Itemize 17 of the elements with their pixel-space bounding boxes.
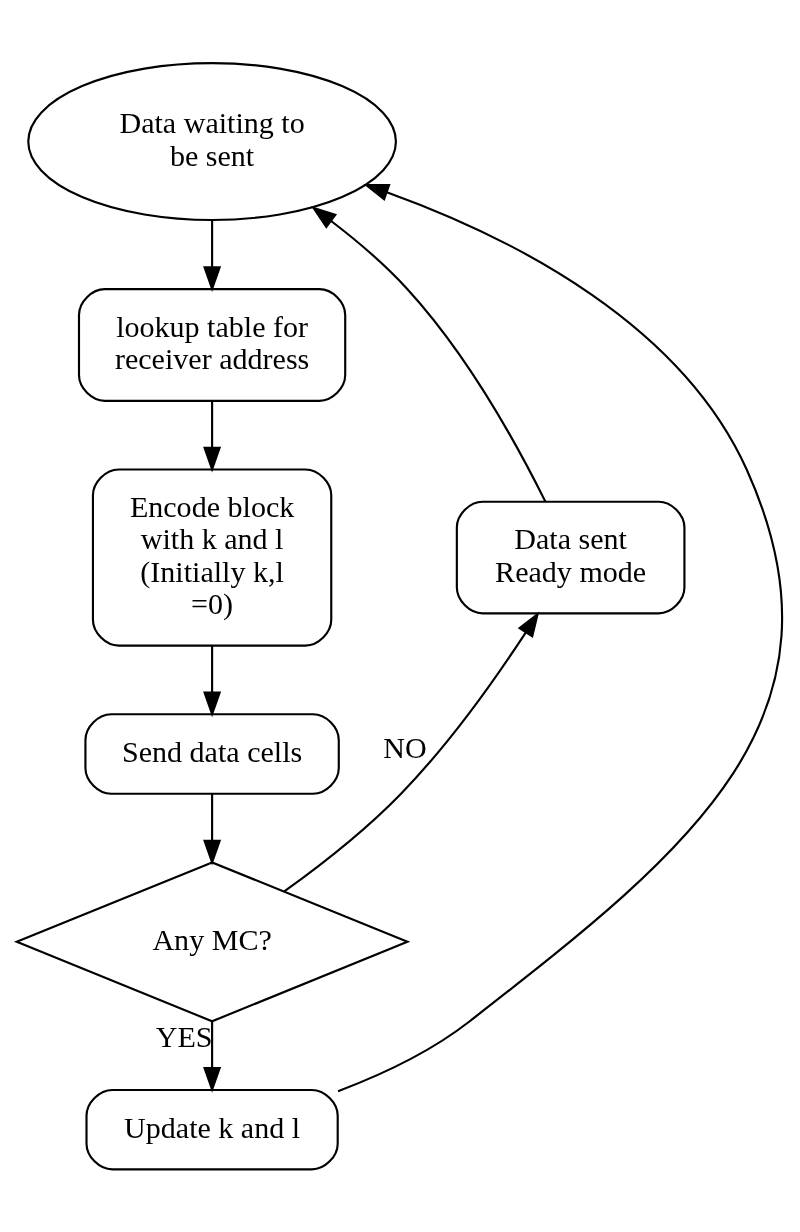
arrow [203,1021,222,1093]
node-box: Update k and l [85,1088,339,1171]
arrow [203,220,222,293]
node-box: lookup table for receiver address [77,288,347,402]
arrow [203,645,222,718]
node-ellipse: Data waiting to be sent [27,62,397,222]
edge-label: NO [383,730,427,765]
node-box: Encode block with k and l (Initially k,l =0) [91,468,333,647]
node-box: Send data cells [84,713,340,795]
arrow [337,183,783,1093]
edge-label: YES [155,1020,213,1055]
arrow [283,611,540,893]
arrow [203,794,222,866]
node-box: Data sent Ready mode [455,500,686,615]
arrow [203,401,222,473]
arrow [310,206,547,502]
node-diamond: Any MC? [13,861,411,1023]
